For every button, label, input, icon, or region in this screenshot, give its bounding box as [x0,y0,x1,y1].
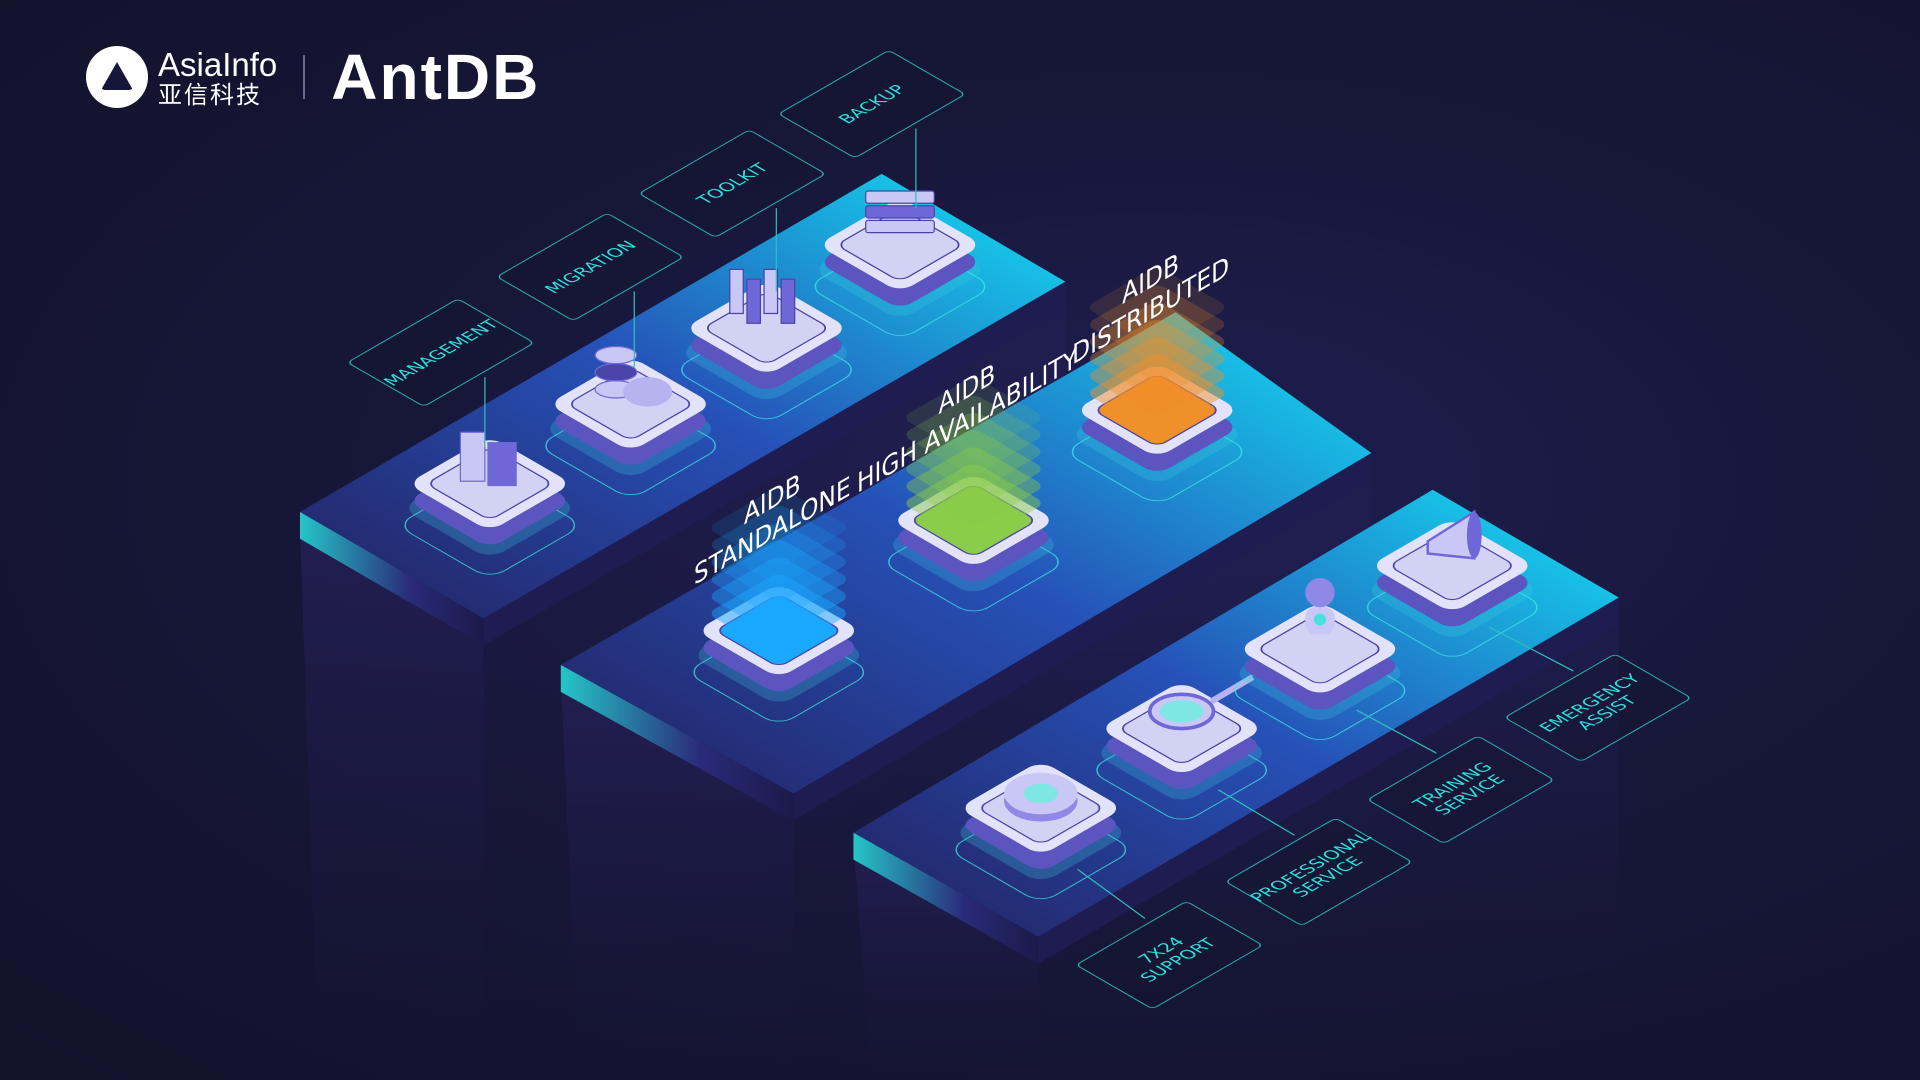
platform-edge-right [793,453,1372,821]
stack-layer [906,464,1041,543]
platform-edge-right [1038,597,1619,964]
tile-training-service[interactable] [1227,577,1414,745]
tile-migration[interactable] [537,345,724,500]
label-management: MANAGEMENT [349,299,533,406]
stack-layer [906,447,1041,525]
tile-professional-service[interactable] [1088,674,1275,824]
label-box [1506,654,1690,761]
stack-layer [1090,320,1225,398]
company-name-en: AsiaInfo [158,45,278,83]
stack-layer [711,523,846,601]
company-name: AsiaInfo 亚信科技 [158,48,277,107]
stack-layer [906,413,1041,491]
asiainfo-logo-icon [86,46,148,108]
label-backup: BACKUP [780,51,964,157]
stack-layer [1090,285,1225,364]
connector-line [1218,789,1295,836]
company-name-cn: 亚信科技 [158,80,262,109]
megaphone-icon [1426,509,1482,560]
label-box [1369,736,1553,843]
platform-pillar [300,524,484,1080]
tile-management[interactable] [396,431,583,579]
aidb-stack-distributed[interactable] [1064,266,1251,506]
ring-icon [1004,772,1078,822]
database-cloud-icon [594,345,673,407]
stack-layer [711,506,846,584]
platform-pillar [853,844,1039,1080]
server-cabinet-icon [459,431,517,487]
stack-layer [906,395,1041,474]
stack-layer [1090,302,1225,381]
product-logo: AntDB [331,41,541,113]
stack-layer [711,557,846,636]
aidb-stack-standalone[interactable] [685,486,872,726]
robot-icon [1305,577,1335,635]
tile-toolkit[interactable] [673,268,860,423]
tile-backup[interactable] [807,190,994,340]
label-box [780,51,964,157]
stack-layer [1090,268,1225,347]
stack-layer [711,488,846,567]
connector-line [1488,626,1574,672]
label-migration: MIGRATION [498,214,682,320]
storage-stack-icon [865,190,935,234]
brand-logo: AsiaInfo 亚信科技 AntDB [86,40,540,114]
stack-layer [1090,354,1225,432]
stack-layer [906,430,1041,508]
connector-line [1356,709,1437,754]
platform-pillar-side [1038,597,1619,1080]
platform-edge [300,511,484,646]
logo-divider [303,55,306,99]
label-box [498,214,682,320]
label-box [1077,902,1261,1008]
stack-layer [906,378,1041,457]
aidb-stack-high-availability[interactable] [880,376,1067,616]
stack-layer [711,540,846,618]
magnifier-icon [1147,674,1255,731]
platform-edge-right [483,281,1066,646]
stack-layer [711,574,846,653]
tile-7x24-support[interactable] [948,760,1135,903]
connector-line [1077,868,1146,919]
stack-layer [1090,337,1225,415]
platform-edge [853,832,1039,964]
platform-edge [560,664,794,821]
label-box [640,130,824,237]
label-toolkit: TOOLKIT [640,130,824,237]
building-blocks-icon [729,268,796,324]
label-box [1227,818,1411,925]
tile-emergency-assist[interactable] [1359,509,1546,661]
label-box [349,299,533,406]
